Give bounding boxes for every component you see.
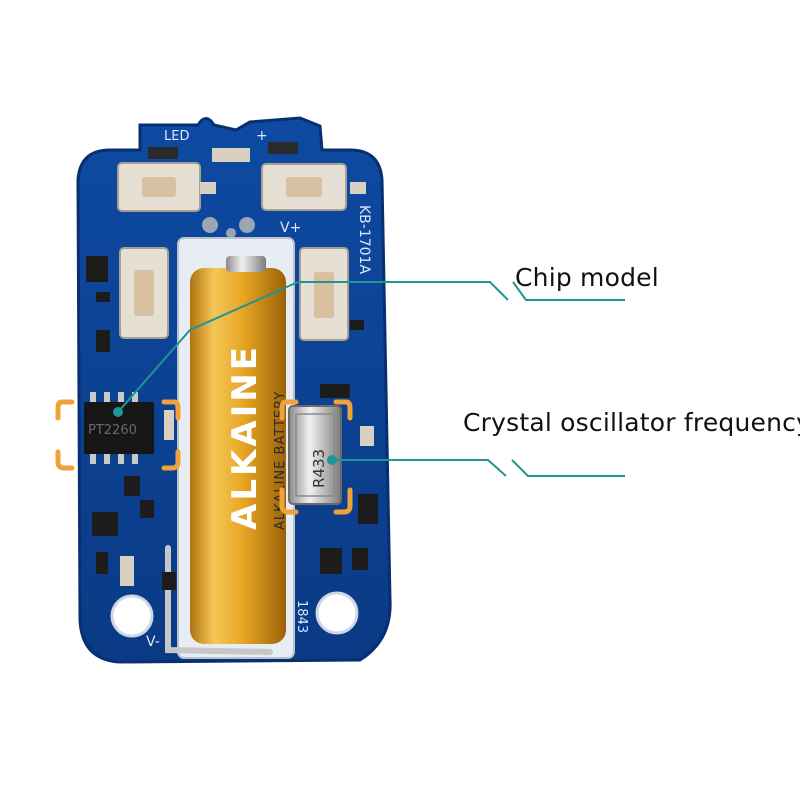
silk-vminus-text: V- [146, 634, 160, 650]
crystal-leader-dot [327, 455, 337, 465]
callout-chip-model: Chip model [515, 263, 659, 292]
chip-leader-dot [113, 407, 123, 417]
battery-brand-text: ALKAINE [225, 344, 265, 530]
top-switch-right [261, 163, 347, 211]
crystal-highlight-bracket [279, 399, 353, 515]
crystal-oscillator [288, 405, 342, 505]
side-switch-right [299, 247, 349, 341]
battery [190, 256, 286, 644]
side-switch-left [119, 247, 169, 339]
chip-marking-text: PT2260 [88, 423, 137, 438]
silk-led-text: LED [164, 129, 189, 144]
silk-model-text: KB-1701A [356, 205, 372, 274]
smd-components [86, 142, 378, 590]
top-switch-left [117, 162, 201, 212]
mount-hole-left [110, 594, 154, 638]
chip-highlight-bracket [55, 399, 181, 471]
callout-crystal-frequency: Crystal oscillator frequency [463, 408, 800, 437]
silk-date-text: 1843 [294, 600, 309, 633]
crystal-marking-text: R433 [310, 449, 328, 488]
crystal-leader-line [332, 459, 625, 477]
silk-plus-text: + [256, 128, 268, 144]
ic-chip [84, 392, 154, 464]
silk-vplus-text: V+ [280, 220, 301, 236]
chip-leader-line [117, 281, 625, 413]
mount-hole-right [315, 591, 359, 635]
solder-pads [202, 217, 255, 238]
